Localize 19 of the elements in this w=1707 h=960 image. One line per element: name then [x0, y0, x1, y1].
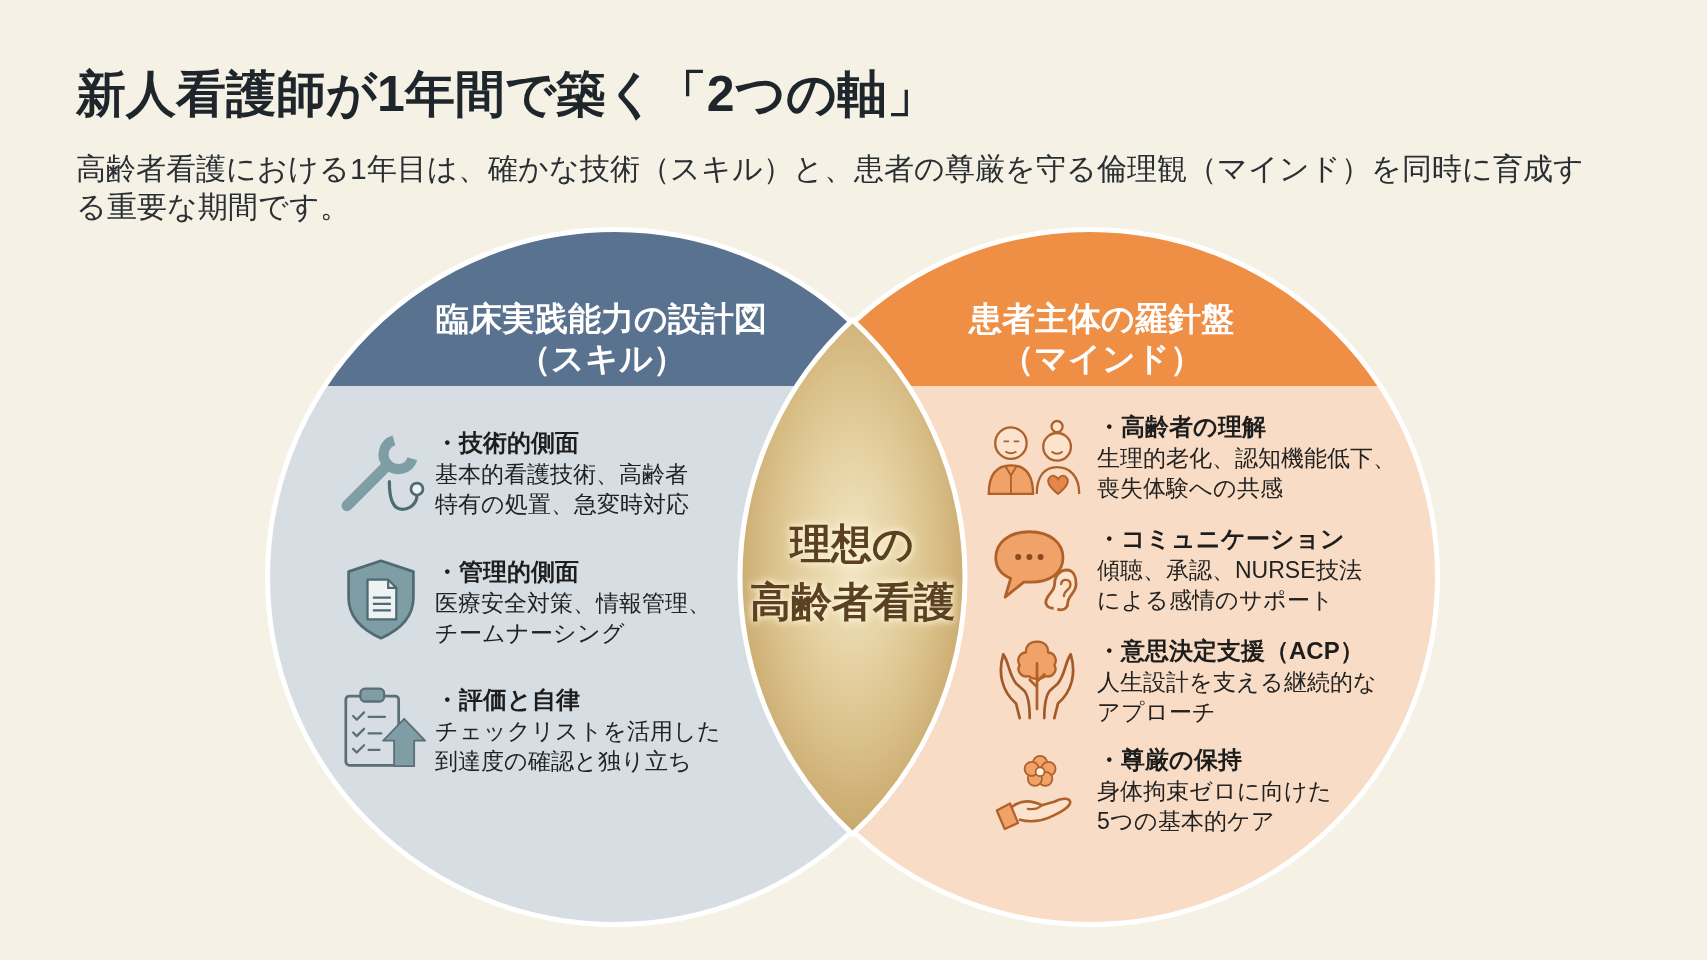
- item-description: チェックリストを活用した到達度の確認と独り立ち: [435, 717, 722, 776]
- item-description: 人生設計を支える継続的なアプローチ: [1097, 668, 1378, 727]
- item-title: ・コミュニケーション: [1097, 524, 1345, 554]
- overlap-label: 理想の高齢者看護: [749, 520, 956, 627]
- circle-heading: 患者主体の羅針盤（マインド）: [967, 299, 1236, 379]
- item-title: ・高齢者の理解: [1097, 412, 1266, 442]
- item-description: 医療安全対策、情報管理、チームナーシング: [435, 589, 712, 648]
- item-title: ・管理的側面: [435, 557, 579, 587]
- subtitle-text: 高齢者看護における1年目は、確かな技術（スキル）と、患者の尊厳を守る倫理観（マインド）を同時に育成する重要な期間です。: [76, 151, 1585, 225]
- item-title: ・尊厳の保持: [1097, 745, 1242, 775]
- item-description: 傾聴、承認、NURSE技法による感情のサポート: [1097, 556, 1363, 615]
- item-description: 身体拘束ゼロに向けた5つの基本的ケア: [1097, 777, 1333, 836]
- slide-title: 新人看護師が1年間で築く「2つの軸」: [76, 65, 937, 124]
- circle-heading: 臨床実践能力の設計図（スキル）: [435, 299, 769, 379]
- item-title: ・技術的側面: [435, 428, 579, 458]
- item-title: ・評価と自律: [435, 685, 580, 715]
- item-title: ・意思決定支援（ACP）: [1097, 636, 1364, 666]
- item-description: 生理的老化、認知機能低下、喪失体験への共感: [1097, 444, 1397, 503]
- item-description: 基本的看護技術、高齢者特有の処置、急変時対応: [435, 460, 690, 519]
